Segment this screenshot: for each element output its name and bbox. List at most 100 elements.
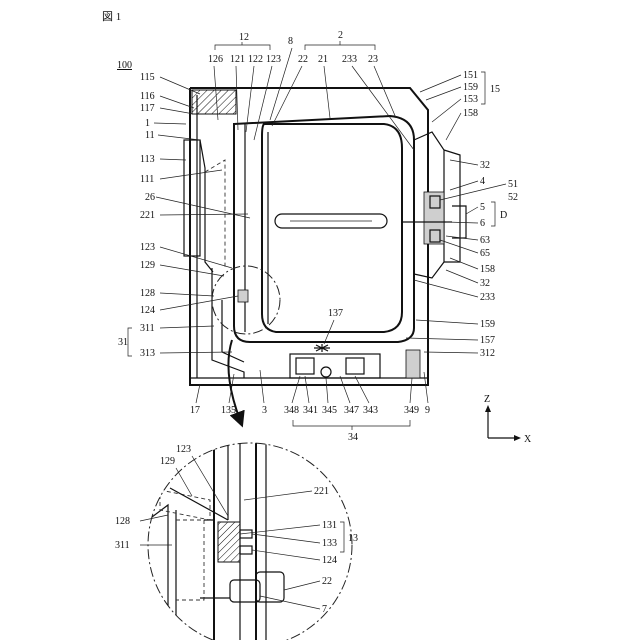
- label-31: 31: [118, 337, 128, 348]
- label-6: 6: [480, 218, 485, 229]
- label-122: 122: [248, 54, 263, 65]
- detail-label-7: 7: [322, 604, 327, 615]
- label-115: 115: [140, 72, 155, 83]
- pump-341: [296, 358, 314, 374]
- label-23: 23: [368, 54, 378, 65]
- label-1: 1: [145, 118, 150, 129]
- brace-D: [491, 202, 495, 226]
- bottom-assembly: [212, 268, 420, 378]
- label-123-left: 123: [140, 242, 155, 253]
- label-22: 22: [298, 54, 308, 65]
- label-129: 129: [140, 260, 155, 271]
- label-123: 123: [266, 54, 281, 65]
- detail-contents: [148, 440, 284, 640]
- label-8: 8: [288, 36, 293, 47]
- door-glass: [184, 140, 200, 256]
- label-63: 63: [480, 235, 490, 246]
- label-159: 159: [463, 82, 478, 93]
- label-32: 32: [480, 160, 490, 171]
- label-343: 343: [363, 405, 378, 416]
- label-151: 151: [463, 70, 478, 81]
- rear-assembly: [402, 132, 466, 278]
- label-34: 34: [348, 432, 358, 443]
- label-126: 126: [208, 54, 223, 65]
- z-arrow-icon: [485, 405, 491, 412]
- label-32-lower: 32: [480, 278, 490, 289]
- label-9: 9: [425, 405, 430, 416]
- label-11: 11: [145, 130, 155, 141]
- label-157: 157: [480, 335, 495, 346]
- label-51: 51: [508, 179, 518, 190]
- detail-label-128: 128: [115, 516, 130, 527]
- figure-title: 図 1: [102, 10, 121, 23]
- label-312: 312: [480, 348, 495, 359]
- label-17: 17: [190, 405, 200, 416]
- label-100: 100: [117, 60, 132, 71]
- top-labels: 12 8 2 126 121 122 123 22 21 233 23: [208, 30, 414, 150]
- right-leaders: [406, 75, 506, 353]
- detail-label-129: 129: [160, 456, 175, 467]
- right-labels: 151 159 153 15 158 32 4 51 52 5 D 6 63 6…: [406, 70, 518, 359]
- left-leaders: [154, 77, 250, 353]
- label-12: 12: [239, 32, 249, 43]
- label-349: 349: [404, 405, 419, 416]
- door-frame: [200, 140, 213, 272]
- label-348: 348: [284, 405, 299, 416]
- brace-31: [128, 328, 132, 356]
- label-26: 26: [145, 192, 155, 203]
- label-121: 121: [230, 54, 245, 65]
- drum: [262, 124, 402, 332]
- label-233-right: 233: [480, 292, 495, 303]
- label-124: 124: [140, 305, 155, 316]
- pump-343: [346, 358, 364, 374]
- brace-15: [481, 72, 485, 104]
- detail-label-131: 131: [322, 520, 337, 531]
- label-52: 52: [508, 192, 518, 203]
- detail-label-221: 221: [314, 486, 329, 497]
- detail-block-131: [218, 522, 240, 562]
- label-65: 65: [480, 248, 490, 259]
- label-15: 15: [490, 84, 500, 95]
- brace-34: [293, 420, 410, 430]
- detail-duct-inner: [176, 520, 204, 600]
- label-158: 158: [463, 108, 478, 119]
- detail-label-124: 124: [322, 555, 337, 566]
- label-116: 116: [140, 91, 155, 102]
- label-4: 4: [480, 176, 485, 187]
- detail-label-311: 311: [115, 540, 130, 551]
- label-135: 135: [221, 405, 236, 416]
- label-233: 233: [342, 54, 357, 65]
- brace-13: [340, 522, 344, 552]
- label-137: 137: [328, 308, 343, 319]
- valve-345: [321, 367, 331, 377]
- x-axis-label: X: [524, 434, 532, 445]
- detail-label-133: 133: [322, 538, 337, 549]
- label-345: 345: [322, 405, 337, 416]
- label-3: 3: [262, 405, 267, 416]
- label-111: 111: [140, 174, 154, 185]
- label-5: 5: [480, 202, 485, 213]
- label-341: 341: [303, 405, 318, 416]
- axes-indicator: Z X: [484, 394, 532, 445]
- detail-gasket-edge: [170, 488, 228, 520]
- x-arrow-icon: [514, 435, 521, 441]
- label-347: 347: [344, 405, 359, 416]
- label-313: 313: [140, 348, 155, 359]
- detail-label-13: 13: [348, 533, 358, 544]
- sensor-124-main: [238, 290, 248, 302]
- label-159-lower: 159: [480, 319, 495, 330]
- label-117: 117: [140, 103, 155, 114]
- label-128: 128: [140, 288, 155, 299]
- label-21: 21: [318, 54, 328, 65]
- label-311: 311: [140, 323, 155, 334]
- label-D: D: [500, 210, 507, 221]
- cabinet-outline: [190, 88, 428, 385]
- brace-12: [215, 42, 270, 50]
- label-153: 153: [463, 94, 478, 105]
- detail-label-123: 123: [176, 444, 191, 455]
- z-axis-label: Z: [484, 394, 490, 405]
- brace-2: [305, 41, 375, 50]
- label-2: 2: [338, 30, 343, 41]
